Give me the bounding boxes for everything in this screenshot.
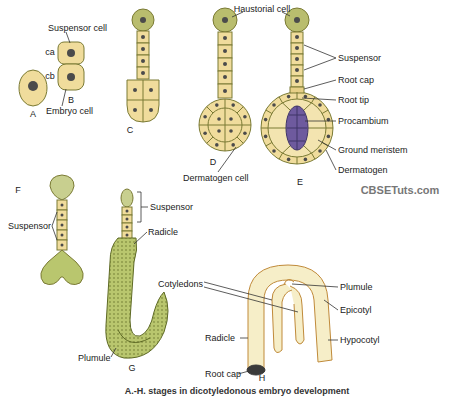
- watermark: CBSETuts.com: [361, 185, 440, 195]
- part-label: Dermatogen: [338, 165, 388, 175]
- part-label: Embryo cell: [46, 106, 93, 116]
- part-label: Root cap: [338, 75, 374, 85]
- part-label: Suspensor: [8, 221, 51, 231]
- suspensor-cell: [58, 42, 84, 64]
- figure-caption: A.-H. stages in dicotyledonous embryo de…: [0, 386, 474, 396]
- haustorial-cell: [132, 9, 154, 31]
- heart-stage-embryo: [261, 92, 333, 164]
- part-label: Radicle: [205, 333, 235, 343]
- heart-embryo: [41, 250, 83, 285]
- part-label: Suspensor: [150, 202, 193, 212]
- part-label: Root tip: [338, 95, 369, 105]
- embryo-quadrant: [127, 80, 159, 122]
- part-label: cb: [45, 71, 55, 81]
- part-label: Dermatogen cell: [183, 173, 249, 183]
- part-label: F: [15, 185, 21, 195]
- part-label: E: [297, 177, 303, 187]
- part-label: Haustorial cell: [234, 4, 291, 14]
- part-label: B: [68, 95, 74, 105]
- mature-embryo: [248, 265, 332, 372]
- part-label: Cotyledons: [158, 279, 203, 289]
- part-label: Epicotyl: [340, 305, 372, 315]
- part-label: H: [259, 373, 266, 383]
- part-label: D: [210, 157, 217, 167]
- part-label: A: [30, 109, 36, 119]
- part-label: Root cap: [205, 369, 241, 379]
- embryo-cell: [58, 64, 84, 90]
- part-label: Hypocotyl: [340, 335, 380, 345]
- part-label: Suspensor: [338, 53, 381, 63]
- nuclei: [28, 17, 330, 247]
- zygote-cell: [19, 70, 47, 106]
- globular-embryo: [199, 99, 251, 151]
- part-label: Plumule: [340, 282, 373, 292]
- part-label: ca: [45, 47, 55, 57]
- part-label: Ground meristem: [338, 145, 408, 155]
- part-label: Plumule: [78, 353, 111, 363]
- part-label: Suspensor cell: [48, 23, 107, 33]
- part-label: Procambium: [338, 116, 389, 126]
- part-label: C: [127, 125, 134, 135]
- procambium: [286, 106, 308, 150]
- torpedo-embryo: [106, 238, 168, 358]
- part-label: Radicle: [148, 227, 178, 237]
- part-label: G: [128, 363, 135, 373]
- leader-lines: [52, 12, 338, 374]
